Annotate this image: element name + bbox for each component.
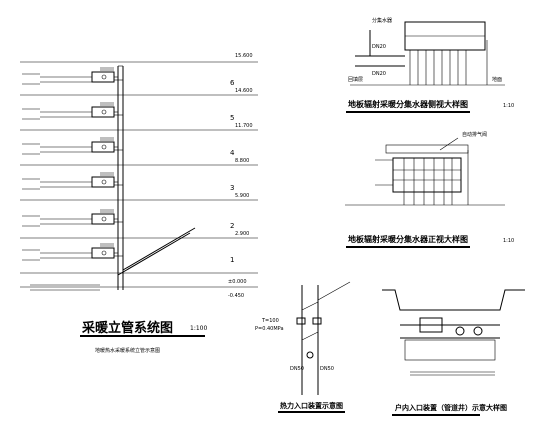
floor-branch-2 — [22, 209, 123, 227]
floor-branch-4 — [22, 137, 123, 155]
level-label: 5.900 — [235, 193, 249, 199]
level-label: -0.450 — [228, 293, 244, 299]
side-view-title: 地板辐射采暖分集水器侧视大样图 — [348, 99, 468, 109]
front-view-scale: 1:10 — [503, 238, 514, 244]
thermal-entry-detail: P=0.40MPa T=100 DN50 DN50 热力入口装置示意图 — [255, 281, 351, 413]
floor-branch-5 — [22, 102, 123, 120]
floor-branch-3 — [22, 172, 123, 190]
label-trench: 回填层 — [348, 76, 363, 83]
level-label: 8.800 — [235, 158, 249, 164]
label-auto-vent: 自动排气阀 — [462, 131, 487, 138]
floor-number: 3 — [230, 184, 234, 192]
floor-number: 5 — [230, 114, 234, 122]
manifold-side-view: 回填层 DN20 DN20 分集水器 地面 地板辐射采暖分集水器侧视大样图 1:… — [346, 17, 514, 113]
entry-title: 热力入口装置示意图 — [280, 401, 343, 410]
side-view-scale: 1:10 — [503, 103, 514, 109]
riser-scale: 1:100 — [190, 325, 207, 332]
floor-branch-6 — [22, 67, 123, 85]
floor-number: 6 — [230, 79, 235, 87]
level-label: 11.700 — [235, 123, 253, 129]
riser-diagram: 15.600 14.600 11.700 8.800 5.900 2.900 ±… — [20, 53, 258, 354]
floor-branch-1 — [22, 243, 123, 261]
label-manifold: 分集水器 — [372, 17, 392, 24]
riser-title: 采暖立管系统图 — [81, 320, 173, 336]
level-label: ±0.000 — [228, 279, 247, 285]
floor-number: 4 — [230, 149, 235, 157]
household-title: 户内入口装置（管道井）示意大样图 — [395, 403, 507, 412]
level-label: 15.600 — [235, 53, 253, 59]
label-supply: DN20 — [372, 44, 386, 50]
front-view-title: 地板辐射采暖分集水器正视大样图 — [348, 234, 468, 244]
label-supply-dn50: DN50 — [290, 366, 304, 372]
label-temperature: T=100 — [261, 318, 279, 324]
level-label: 14.600 — [235, 88, 253, 94]
label-floor: 地面 — [492, 76, 502, 83]
riser-note: 地暖热水采暖系统立管示意图 — [95, 347, 160, 354]
label-return: DN20 — [372, 71, 386, 77]
household-entry-detail: 户内入口装置（管道井）示意大样图 — [382, 289, 525, 416]
floor-number: 1 — [230, 256, 234, 264]
floor-number: 2 — [230, 222, 234, 230]
label-pressure: P=0.40MPa — [255, 326, 284, 332]
label-return-dn50: DN50 — [320, 366, 334, 372]
manifold-front-view: 自动排气阀 地板辐射采暖分集水器正视大样图 1:10 — [345, 131, 514, 248]
level-label: 2.900 — [235, 231, 249, 237]
